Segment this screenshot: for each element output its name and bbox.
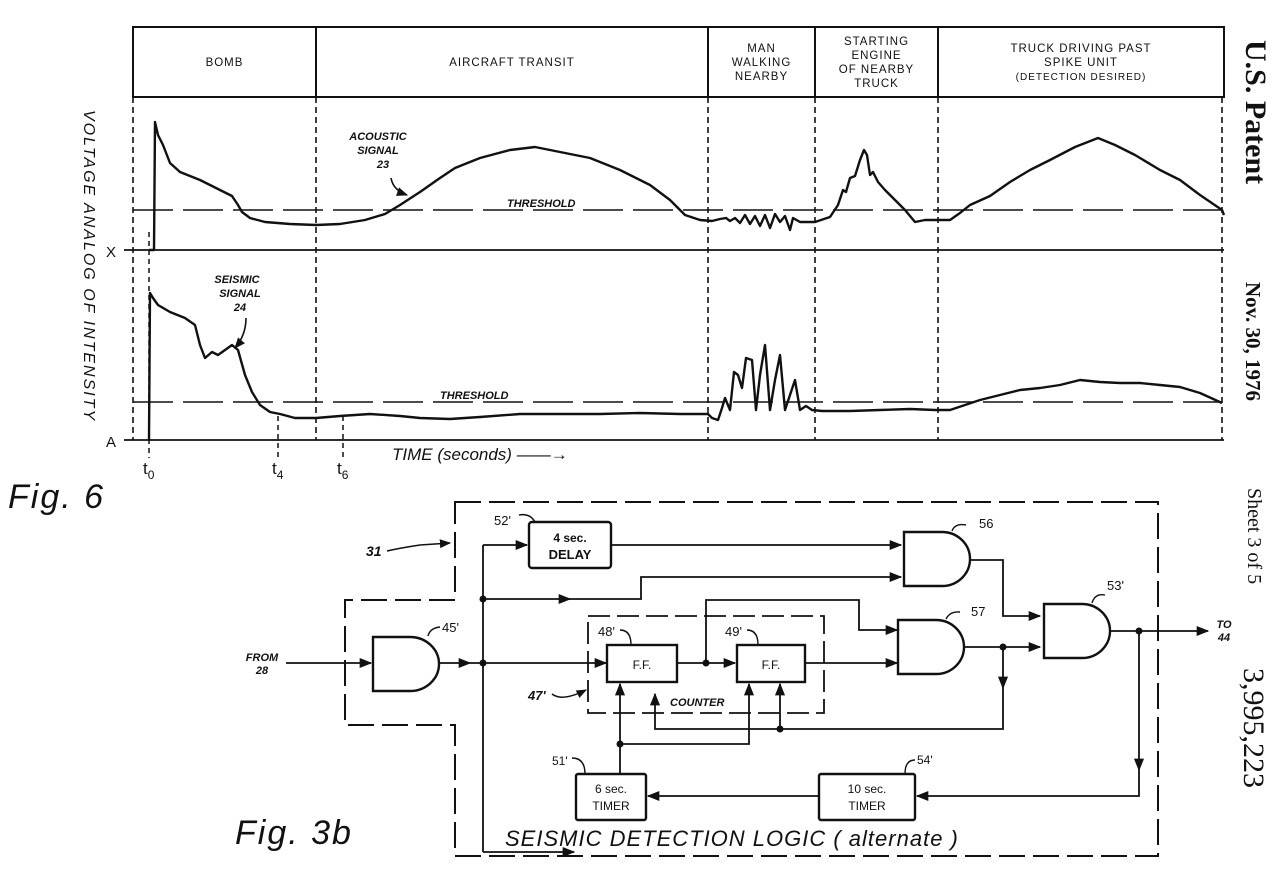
ref-53: 53' [1091,578,1124,604]
ref-51: 51' [552,754,586,775]
ref-54: 54' [904,753,933,775]
svg-text:44: 44 [1217,632,1230,644]
fig3b-caption: Fig. 3b [235,814,353,852]
event-label: (DETECTION DESIRED) [1016,72,1147,83]
svg-text:47': 47' [527,688,546,703]
svg-text:57: 57 [971,604,985,619]
event-label: STARTING [844,36,909,48]
event-header-box [132,26,1225,98]
x-axis-label: TIME (seconds) ——→ [392,445,568,464]
time-labels: t0 t4 t6 [143,459,349,482]
acoustic-signal-label: ACOUSTIC SIGNAL 23 [348,131,409,196]
event-label: OF NEARBY [839,64,914,76]
svg-text:SIGNAL: SIGNAL [219,288,261,300]
acoustic-threshold-label: THRESHOLD [507,198,576,210]
time-marker-lines [148,232,344,458]
time-marker-label: t6 [337,459,349,482]
input-from-28: FROM 28 [246,652,279,677]
seismic-signal-label: SEISMIC SIGNAL 24 [214,274,261,349]
patent-side-header: U.S. Patent Nov. 30, 1976 Sheet 3 of 5 3… [1237,40,1272,788]
ref-57: 57 [945,604,985,620]
event-label: AIRCRAFT TRANSIT [449,57,574,69]
patent-publisher: U.S. Patent [1239,40,1272,184]
output-to-44: TO 44 [1216,619,1232,644]
timer-6-sec [574,772,648,822]
event-label: TRUCK [854,78,899,90]
and-gate-45 [371,635,441,693]
svg-text:31: 31 [366,543,382,559]
seismic-signal-curve [147,291,1223,441]
time-marker-label: t4 [272,459,284,482]
ref-45: 45' [427,620,459,637]
ref-56: 56 [951,516,993,532]
event-label: NEARBY [735,71,788,83]
and-gate-53 [1042,602,1112,660]
svg-text:DELAY: DELAY [549,547,592,562]
svg-text:FROM: FROM [246,652,279,664]
y-marker-a: A [106,434,116,451]
event-label: BOMB [206,57,244,69]
patent-number: 3,995,223 [1237,668,1270,788]
counter-label: COUNTER [670,697,724,709]
seismic-threshold-label: THRESHOLD [440,390,509,402]
event-label: ENGINE [851,50,901,62]
time-marker-label: t0 [143,459,155,482]
logic-boundary [344,501,1159,857]
svg-text:F.F.: F.F. [762,658,781,672]
svg-text:49': 49' [725,624,742,639]
ref-49: 49' [725,624,759,646]
y-marker-x: X [106,244,116,261]
svg-text:51': 51' [552,754,568,768]
svg-text:TIMER: TIMER [592,799,630,813]
event-label: MAN [747,43,776,55]
event-labels: BOMB AIRCRAFT TRANSIT MAN WALKING NEARBY STAR… [206,36,1151,90]
event-label: WALKING [732,57,792,69]
svg-text:28: 28 [255,665,269,677]
patent-date: Nov. 30, 1976 [1241,282,1265,401]
svg-text:53': 53' [1107,578,1124,593]
svg-text:10 sec.: 10 sec. [848,782,887,796]
svg-text:TIMER: TIMER [848,799,886,813]
logic-title: SEISMIC DETECTION LOGIC ( alternate ) [505,826,959,851]
svg-text:48': 48' [598,624,615,639]
event-label: TRUCK DRIVING PAST [1010,43,1151,55]
ref-48: 48' [598,624,632,646]
event-label: SPIKE UNIT [1044,57,1118,69]
event-dividers [132,97,1223,440]
svg-text:F.F.: F.F. [633,658,652,672]
svg-text:52': 52' [494,513,511,528]
svg-text:24: 24 [233,302,246,314]
svg-text:4 sec.: 4 sec. [553,531,586,545]
svg-text:45': 45' [442,620,459,635]
svg-text:54': 54' [917,753,933,767]
ref-47: 47' [527,688,587,703]
svg-text:SEISMIC: SEISMIC [214,274,260,286]
and-gate-56 [902,530,972,588]
svg-text:56: 56 [979,516,993,531]
svg-text:6 sec.: 6 sec. [595,782,627,796]
fig6-caption: Fig. 6 [8,478,105,516]
acoustic-signal-curve [149,120,1226,252]
ref-52: 52' [494,513,536,528]
svg-text:SIGNAL: SIGNAL [357,145,399,157]
fig6-chart: BOMB AIRCRAFT TRANSIT MAN WALKING NEARBY STAR… [8,26,1226,516]
and-gate-57 [896,618,966,676]
svg-text:TO: TO [1216,619,1232,631]
timer-10-sec [817,772,917,822]
y-axis-label: VOLTAGE ANALOG OF INTENSITY [80,110,97,422]
patent-sheet: Sheet 3 of 5 [1243,488,1265,584]
fig3b-diagram: 31 FROM 28 45' 4 sec. DELAY 52' [235,501,1232,858]
svg-text:ACOUSTIC: ACOUSTIC [348,131,408,143]
svg-text:23: 23 [376,159,389,171]
ref-31: 31 [366,539,452,559]
